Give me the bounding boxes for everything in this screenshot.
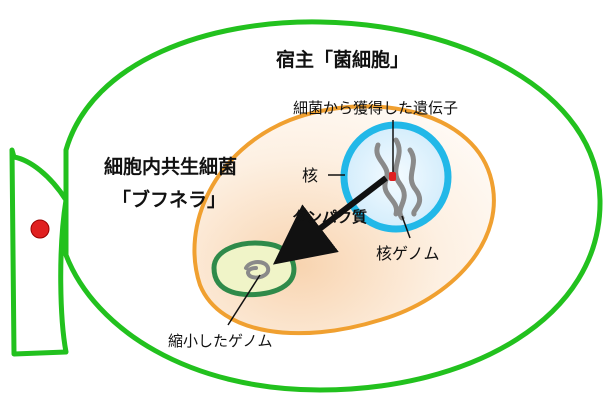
reduced-genome-label: 縮小したゲノム [168, 332, 273, 350]
nucleus-label: 核 [302, 166, 318, 185]
endosymbiont-label-line1: 細胞内共生細菌 [104, 155, 237, 178]
protein-arrow [272, 175, 388, 265]
host-title-label: 宿主「菌細胞」 [276, 48, 409, 71]
leader-nuclear-genome [401, 215, 411, 239]
reduced-genome [244, 260, 271, 280]
endosymbiont-label-line2: 「ブフネラ」 [112, 188, 226, 211]
nuclear-genome-label: 核ゲノム [376, 244, 440, 263]
protein-label: タンパク質 [292, 208, 367, 226]
transferred-gene-label: 細菌から獲得した遺伝子 [293, 99, 458, 117]
host-red-marker [30, 219, 50, 239]
host-tail-outline [9, 147, 69, 357]
leader-reduced-genome [227, 274, 261, 326]
transferred-gene-marker [389, 172, 396, 181]
host-body-outline [63, 19, 603, 393]
